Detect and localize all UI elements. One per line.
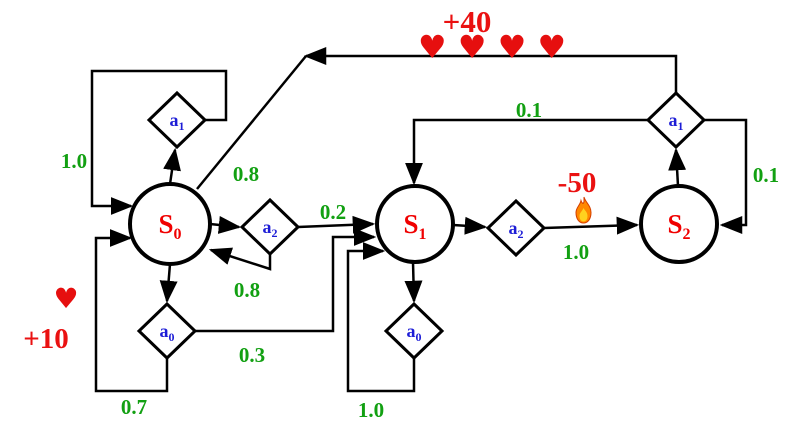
action-node-s0-a1: [146, 90, 208, 150]
prob-label-a1s2-s0: 0.8: [233, 162, 259, 186]
action-node-s1-a2: [485, 198, 547, 258]
prob-label-a2-s0: 0.8: [234, 278, 260, 302]
edge-s1-to-a0: [404, 261, 423, 304]
action-label-s1-a0: a0: [407, 321, 422, 344]
action-label-s0-a1: a1: [170, 110, 185, 133]
action-node-s0-a2: [239, 197, 301, 257]
edge-a2-to-s1-prob-0.2: [297, 215, 376, 234]
edge-a2-to-s0-prob-0.8: [208, 247, 272, 271]
state-node-s2: [639, 184, 719, 264]
action-label-s0-a2: a2: [263, 217, 278, 240]
edge-a1-to-s2-prob-0.1: [704, 118, 748, 234]
prob-label-a2-s1: 0.2: [320, 200, 346, 224]
edge-a2-to-s2-prob-1.0: [543, 216, 640, 235]
prob-label-a0-s1: 0.3: [239, 343, 265, 367]
edge-s0-to-a0: [159, 263, 178, 304]
prob-label-a0-s0: 0.7: [121, 395, 147, 419]
edge-a0-to-s1-prob-1.0: [346, 242, 416, 393]
action-node-s2-a1: [645, 90, 707, 150]
state-label-s2: S2: [667, 209, 690, 243]
edge-s0-to-a1: [163, 147, 181, 185]
edge-a1-to-s1-prob-0.1: [405, 118, 648, 186]
reward-label-plus10: +10: [23, 323, 69, 355]
edge-s0-to-a2: [209, 215, 242, 234]
edge-s1-to-a2: [452, 216, 488, 235]
state-label-s1: S1: [403, 209, 426, 243]
action-label-s2-a1: a1: [669, 110, 684, 133]
prob-label-a1-s0: 1.0: [61, 149, 87, 173]
action-label-s0-a0: a0: [160, 321, 175, 344]
edge-a1-to-s0-top-diagonal: [196, 55, 307, 190]
hearts-icon: ♥ ♥ ♥ ♥: [418, 28, 566, 66]
state-node-s1: [375, 184, 455, 264]
action-label-s1-a2: a2: [509, 218, 524, 241]
reward-label-minus50: -50: [558, 167, 597, 199]
state-node-s0: [128, 182, 212, 266]
prob-label-a1s2-s1: 0.1: [516, 98, 542, 122]
edge-a0-to-s0-prob-0.7: [94, 229, 169, 393]
reward-label-plus40: +40: [443, 4, 492, 39]
edge-a0-to-s1-prob-0.3: [195, 228, 377, 333]
state-label-s0: S0: [158, 209, 181, 243]
prob-label-a2s1-s2: 1.0: [563, 240, 589, 264]
edge-a1-to-s0-prob-1.0: [90, 69, 228, 215]
action-node-s0-a0: [136, 301, 198, 361]
prob-label-a0s1-s1: 1.0: [358, 398, 384, 422]
edge-a1-to-s0-top-horizontal: [303, 47, 678, 93]
fire-icon: [575, 196, 592, 224]
prob-label-a1s2-s2: 0.1: [753, 163, 779, 187]
heart-icon: ♥: [53, 282, 78, 315]
edge-s2-to-a1: [668, 147, 687, 187]
action-node-s1-a0: [383, 301, 445, 361]
